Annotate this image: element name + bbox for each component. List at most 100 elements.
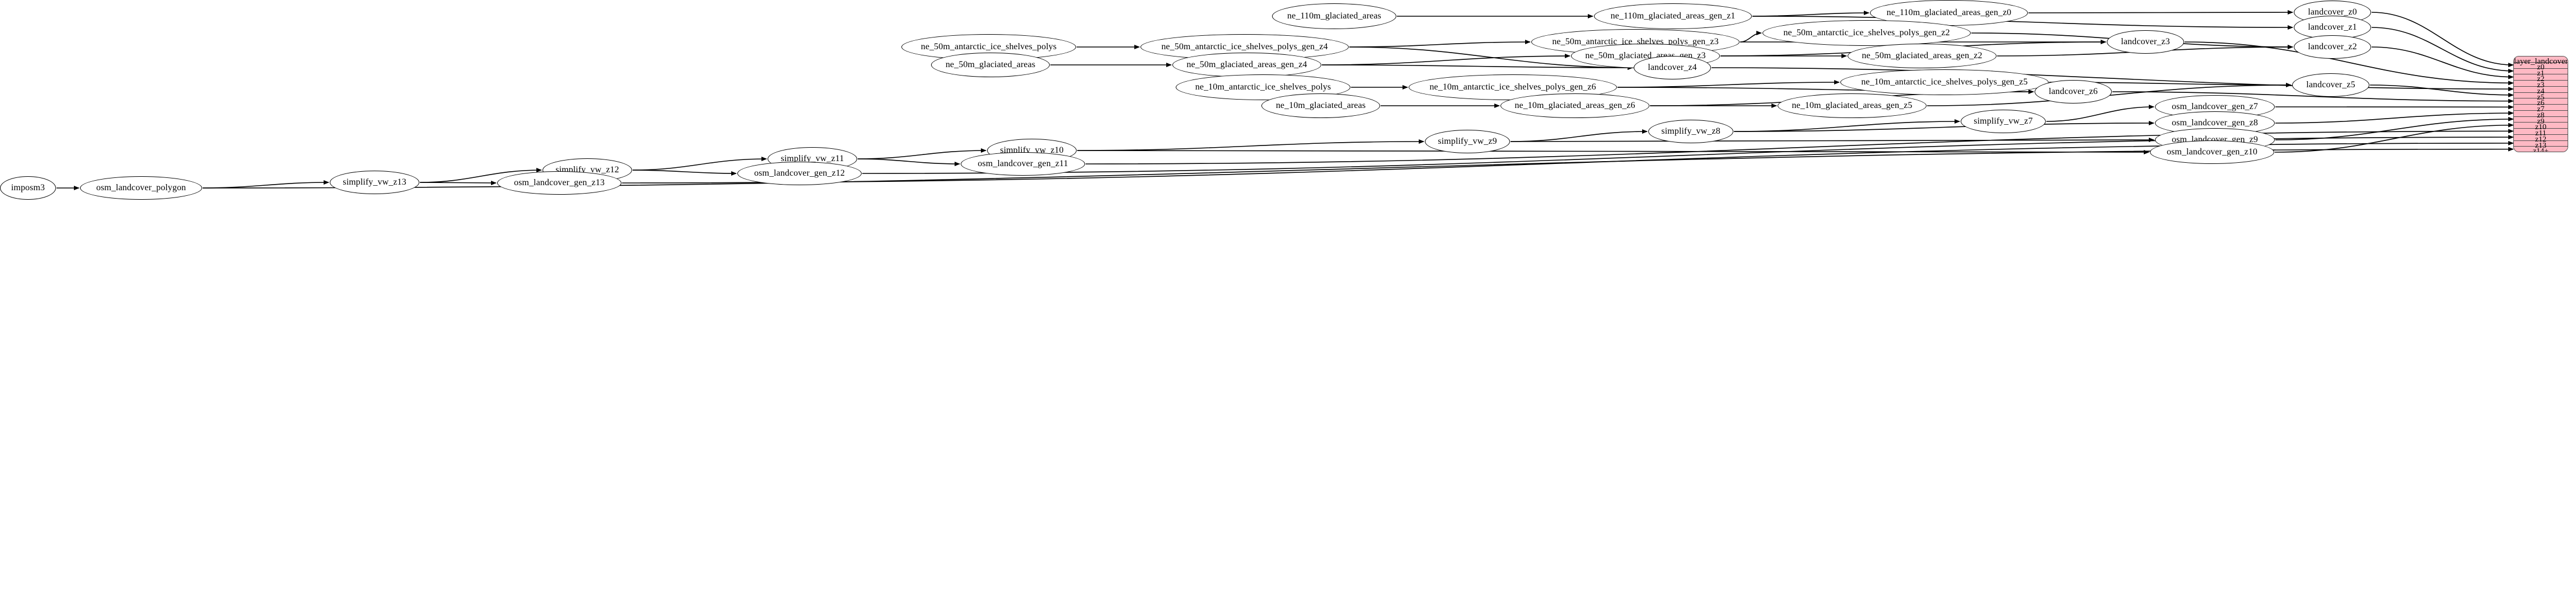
node-osm_landcover_gen_z13[interactable]: osm_landcover_gen_z13 bbox=[497, 171, 621, 195]
node-ne_110m_glaciated_areas_gen_z1[interactable]: ne_110m_glaciated_areas_gen_z1 bbox=[1594, 3, 1752, 29]
edge-simplify_vw_z11--to--simplify_vw_z10 bbox=[857, 148, 987, 159]
node-simplify_vw_z8[interactable]: simplify_vw_z8 bbox=[1648, 120, 1733, 143]
node-label: ne_50m_glaciated_areas_gen_z4 bbox=[1186, 60, 1307, 69]
node-ne_10m_glaciated_areas_gen_z6[interactable]: ne_10m_glaciated_areas_gen_z6 bbox=[1500, 93, 1649, 118]
node-osm_landcover_gen_z12[interactable]: osm_landcover_gen_z12 bbox=[737, 162, 862, 185]
node-label: osm_landcover_gen_z8 bbox=[2172, 118, 2258, 128]
node-label: ne_50m_antarctic_ice_shelves_polys bbox=[920, 42, 1057, 51]
edge-osm_landcover_polygon--to--simplify_vw_z13 bbox=[202, 180, 329, 189]
edge-ne_50m_antarctic_ice_shelves_polys_gen_z3--to--ne_50m_antarctic_ice_shelves_polys_gen_z2 bbox=[1740, 31, 1762, 43]
record-row-z14plus[interactable]: z14+ bbox=[2514, 147, 2568, 152]
edge-landcover_z1--to--layer_landcover_z1 bbox=[2371, 27, 2514, 73]
record-row-z11[interactable]: z11 bbox=[2514, 129, 2568, 137]
record-row-z8[interactable]: z8 bbox=[2514, 110, 2568, 119]
node-label: simplify_vw_z8 bbox=[1661, 126, 1721, 136]
edge-ne_50m_glaciated_areas_gen_z4--to--ne_50m_glaciated_areas_gen_z3 bbox=[1321, 54, 1570, 65]
node-ne_50m_glaciated_areas[interactable]: ne_50m_glaciated_areas bbox=[931, 53, 1050, 77]
record-row-z12[interactable]: z12 bbox=[2514, 134, 2568, 143]
node-label: ne_50m_glaciated_areas_gen_z2 bbox=[1862, 51, 1983, 60]
record-row-z10[interactable]: z10 bbox=[2514, 123, 2568, 131]
node-label: ne_50m_antarctic_ice_shelves_polys_gen_z… bbox=[1783, 28, 1950, 37]
node-simplify_vw_z7[interactable]: simplify_vw_z7 bbox=[1961, 110, 2046, 133]
node-landcover_z6[interactable]: landcover_z6 bbox=[2035, 80, 2112, 104]
node-label: ne_50m_antarctic_ice_shelves_polys_gen_z… bbox=[1161, 42, 1328, 51]
node-label: osm_landcover_polygon bbox=[96, 183, 186, 192]
node-imposm3[interactable]: imposm3 bbox=[0, 176, 56, 200]
edge-simplify_vw_z8--to--simplify_vw_z7 bbox=[1733, 119, 1960, 132]
node-label: ne_10m_antarctic_ice_shelves_polys_gen_z… bbox=[1429, 82, 1596, 92]
edge-simplify_vw_z10--to--osm_landcover_gen_z10 bbox=[1077, 149, 2149, 154]
node-label: osm_landcover_gen_z12 bbox=[754, 168, 845, 178]
node-landcover_z5[interactable]: landcover_z5 bbox=[2292, 73, 2369, 97]
node-label: landcover_z4 bbox=[1648, 63, 1697, 72]
node-ne_10m_glaciated_areas[interactable]: ne_10m_glaciated_areas bbox=[1261, 93, 1380, 118]
node-ne_50m_glaciated_areas_gen_z2[interactable]: ne_50m_glaciated_areas_gen_z2 bbox=[1848, 44, 1997, 68]
record-row-z2[interactable]: z2 bbox=[2514, 74, 2568, 83]
node-osm_landcover_gen_z11[interactable]: osm_landcover_gen_z11 bbox=[961, 152, 1085, 176]
node-label: simplify_vw_z9 bbox=[1438, 137, 1497, 146]
edge-simplify_vw_z7--to--osm_landcover_gen_z7 bbox=[2046, 105, 2154, 122]
edge-ne_50m_glaciated_areas_gen_z4--to--landcover_z4 bbox=[1321, 64, 1633, 70]
record-row-z6[interactable]: z6 bbox=[2514, 98, 2568, 107]
node-simplify_vw_z9[interactable]: simplify_vw_z9 bbox=[1425, 130, 1510, 153]
node-label: ne_10m_antarctic_ice_shelves_polys bbox=[1195, 82, 1331, 92]
record-row-z13[interactable]: z13 bbox=[2514, 140, 2568, 149]
node-label: osm_landcover_gen_z11 bbox=[978, 159, 1068, 168]
edge-simplify_vw_z10--to--simplify_vw_z9 bbox=[1077, 139, 1424, 151]
edge-ne_50m_antarctic_ice_shelves_polys_gen_z4--to--ne_50m_antarctic_ice_shelves_polys_gen_z3 bbox=[1349, 40, 1531, 48]
node-ne_50m_antarctic_ice_shelves_polys_gen_z2[interactable]: ne_50m_antarctic_ice_shelves_polys_gen_z… bbox=[1762, 20, 1971, 46]
node-label: imposm3 bbox=[11, 183, 45, 192]
edge-landcover_z4--to--layer_landcover_z4 bbox=[1711, 67, 2514, 92]
edge-landcover_z0--to--layer_landcover_z0 bbox=[2371, 12, 2514, 68]
node-ne_10m_antarctic_ice_shelves_polys[interactable]: ne_10m_antarctic_ice_shelves_polys bbox=[1176, 74, 1350, 100]
node-osm_landcover_gen_z10[interactable]: osm_landcover_gen_z10 bbox=[2150, 140, 2274, 164]
record-row-z1[interactable]: z1 bbox=[2514, 68, 2568, 77]
node-label: landcover_z6 bbox=[2049, 87, 2098, 96]
node-label: osm_landcover_gen_z10 bbox=[2166, 147, 2258, 157]
record-row-z5[interactable]: z5 bbox=[2514, 92, 2568, 101]
edge-osm_landcover_gen_z11--to--layer_landcover_z11 bbox=[1085, 129, 2514, 164]
record-row-z0[interactable]: z0 bbox=[2514, 62, 2568, 71]
node-landcover_z3[interactable]: landcover_z3 bbox=[2107, 30, 2184, 54]
node-label: osm_landcover_gen_z7 bbox=[2172, 102, 2258, 111]
edge-osm_landcover_gen_z9--to--layer_landcover_z9 bbox=[2275, 116, 2514, 140]
node-osm_landcover_polygon[interactable]: osm_landcover_polygon bbox=[80, 176, 202, 200]
node-label: landcover_z0 bbox=[2308, 7, 2357, 17]
node-label: ne_110m_glaciated_areas bbox=[1287, 11, 1381, 21]
edge-simplify_vw_z9--to--osm_landcover_gen_z9 bbox=[1510, 138, 2154, 143]
edge-simplify_vw_z13--to--osm_landcover_gen_z13 bbox=[419, 180, 497, 185]
node-label: landcover_z5 bbox=[2306, 80, 2355, 90]
node-landcover_z4[interactable]: landcover_z4 bbox=[1634, 56, 1711, 79]
node-simplify_vw_z13[interactable]: simplify_vw_z13 bbox=[330, 171, 419, 194]
record-row-z4[interactable]: z4 bbox=[2514, 86, 2568, 95]
node-label: simplify_vw_z13 bbox=[343, 177, 406, 187]
edge-osm_landcover_gen_z10--to--layer_landcover_z10 bbox=[2274, 123, 2514, 153]
node-ne_10m_glaciated_areas_gen_z5[interactable]: ne_10m_glaciated_areas_gen_z5 bbox=[1778, 93, 1927, 118]
node-label: ne_10m_glaciated_areas_gen_z6 bbox=[1514, 101, 1635, 110]
node-landcover_z2[interactable]: landcover_z2 bbox=[2294, 35, 2371, 59]
node-label: landcover_z2 bbox=[2308, 42, 2357, 51]
edge-landcover_z2--to--layer_landcover_z2 bbox=[2371, 46, 2514, 79]
node-ne_50m_glaciated_areas_gen_z4[interactable]: ne_50m_glaciated_areas_gen_z4 bbox=[1172, 53, 1321, 77]
node-label: ne_10m_antarctic_ice_shelves_polys_gen_z… bbox=[1861, 77, 2028, 87]
record-row-z7[interactable]: z7 bbox=[2514, 105, 2568, 113]
node-label: ne_50m_antarctic_ice_shelves_polys_gen_z… bbox=[1552, 37, 1719, 46]
edge-landcover_z5--to--layer_landcover_z5 bbox=[2369, 84, 2514, 97]
node-label: ne_110m_glaciated_areas_gen_z1 bbox=[1610, 11, 1736, 21]
edge-osm_landcover_gen_z8--to--layer_landcover_z8 bbox=[2275, 111, 2514, 124]
edge-ne_110m_glaciated_areas_gen_z0--to--landcover_z0 bbox=[2028, 10, 2293, 15]
node-label: simplify_vw_z11 bbox=[780, 154, 844, 163]
record-row-z9[interactable]: z9 bbox=[2514, 116, 2568, 125]
record-row-z3[interactable]: z3 bbox=[2514, 81, 2568, 89]
node-label: ne_110m_glaciated_areas_gen_z0 bbox=[1886, 8, 2012, 17]
node-ne_110m_glaciated_areas[interactable]: ne_110m_glaciated_areas bbox=[1272, 3, 1396, 29]
edge-simplify_vw_z8--to--osm_landcover_gen_z8 bbox=[1733, 121, 2154, 132]
node-ne_10m_antarctic_ice_shelves_polys_gen_z5[interactable]: ne_10m_antarctic_ice_shelves_polys_gen_z… bbox=[1840, 69, 2049, 95]
node-label: ne_50m_glaciated_areas bbox=[945, 60, 1036, 69]
edge-simplify_vw_z11--to--osm_landcover_gen_z11 bbox=[857, 158, 960, 166]
edge-ne_110m_glaciated_areas_gen_z1--to--ne_110m_glaciated_areas_gen_z0 bbox=[1752, 11, 1869, 17]
node-label: landcover_z1 bbox=[2308, 22, 2357, 32]
edge-simplify_vw_z12--to--osm_landcover_gen_z12 bbox=[632, 170, 737, 176]
